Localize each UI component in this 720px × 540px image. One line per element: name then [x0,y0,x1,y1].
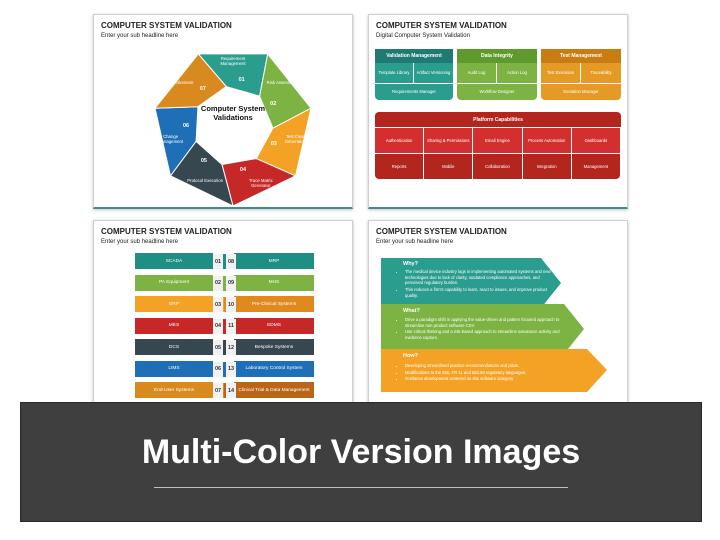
list-item: Laboratory Control System [234,360,314,377]
platform-cell: Mobile [424,154,473,179]
segment-number: 02 [270,101,277,108]
list-item: SCADA [135,253,213,269]
segment-07 [153,53,227,109]
slide-title: COMPUTER SYSTEM VALIDATION [376,21,507,30]
slide-title: COMPUTER SYSTEM VALIDATION [101,227,232,236]
platform-header: Platform Capabilities [375,112,621,127]
section-heading: How? [403,353,418,359]
column-item: Audit Log [457,63,496,83]
column-item: Traceability [581,63,621,83]
column-item: Action Log [497,63,537,83]
segment-number: 01 [238,77,245,83]
list-number: 09 [224,275,236,291]
column-header: Data Integrity [457,49,537,63]
section-bullets: The medical device industry lags in impl… [397,269,553,299]
thumbnail-slide-4[interactable]: COMPUTER SYSTEM VALIDATION Enter your su… [368,220,628,415]
bullet: Use critical thinking and a risk-based a… [405,329,565,340]
segment-number: 03 [270,141,277,148]
slide-subtitle: Digital Computer System Validation [376,33,470,39]
list-item: Pre-Clinical Systems [234,296,314,312]
column-footer: Requirements Manager [375,84,453,100]
slide-title: COMPUTER SYSTEM VALIDATION [376,227,507,236]
slide-subtitle: Enter your sub headline here [101,33,179,39]
list-item: PA Equipment [135,274,213,291]
segment-label: Trace Matrix Generator [248,177,273,188]
segment-number: 04 [239,166,247,173]
column-item: Artifact Versioning [414,63,453,83]
platform-cell: Process Automation [522,128,571,153]
list-number: 13 [224,361,236,377]
bullet: Drive a paradigm shift in applying the v… [405,317,565,328]
column-item: Template Library [375,63,413,83]
section-heading: What? [403,308,420,314]
section-heading: Why? [403,261,418,267]
list-item: Clinical Trial & Data Management [234,382,314,398]
segment-label: Change Management [158,134,184,145]
bullet: Developing streamlined practice recommen… [405,363,585,369]
slide-title: COMPUTER SYSTEM VALIDATION [101,21,232,30]
slide-subtitle: Enter your sub headline here [101,239,179,245]
bullet: Modifications to the 820, FR 11 and 820.… [405,370,585,376]
segment-number: 05 [200,158,207,165]
segment-label: Protocol Execution [187,177,224,183]
caption-banner: Multi-Color Version Images [20,402,702,522]
platform-cell: Authentication [375,128,424,153]
list-number: 14 [224,383,236,398]
list-number: 08 [224,254,236,269]
section-bullets: Developing streamlined practice recommen… [397,363,585,383]
arrow-shapes [381,258,607,392]
platform-cell: Management [571,154,620,179]
thumbnail-slide-2[interactable]: COMPUTER SYSTEM VALIDATION Digital Compu… [368,14,628,209]
section-bullets: Drive a paradigm shift in applying the v… [397,317,565,342]
segment-number: 06 [183,122,190,129]
platform-cell: Reports [375,154,424,179]
segment-label: Test Case Generation [284,134,307,145]
platform-cell: Dashboards [571,128,620,153]
bullet: Guidance development centered on this so… [405,376,585,382]
banner-title: Multi-Color Version Images [141,433,581,471]
list-number: 11 [224,318,236,334]
banner-divider [154,487,568,488]
slide-subtitle: Enter your sub headline here [376,239,454,245]
list-item: DCS [135,339,213,355]
center-label: Computer System Validations [200,104,266,122]
list-item: MES [135,317,213,334]
platform-cell: Sharing & Permissions [424,128,473,153]
list-item: EDMS [234,317,314,334]
segment-label: Requirement Management [220,56,246,67]
column-header: Validation Management [375,49,453,63]
segment-label: Risk Assessment [266,80,300,86]
thumbnail-slide-1[interactable]: COMPUTER SYSTEM VALIDATION Enter your su… [93,14,353,209]
list-item: MRP [234,253,314,269]
column-item: Test Execution [541,63,580,83]
thumbnail-slide-3[interactable]: COMPUTER SYSTEM VALIDATION Enter your su… [93,220,353,415]
column-footer: Deviation Manager [541,84,621,100]
list-number: 10 [224,297,236,312]
segment-label: Retirement [172,80,194,86]
heptagon-diagram [153,52,312,207]
platform-cell: Email Engine [473,128,522,153]
list-item: End-User Systems [135,382,213,398]
platform-cell: Collaboration [473,154,522,179]
list-item: ERP [135,296,213,312]
list-item: LIMS [135,360,213,377]
bullet: This reduces a firm's capability to lear… [405,287,553,298]
list-number: 12 [224,340,236,355]
column-footer: Workflow Designer [457,84,537,100]
column-header: Test Management [541,49,621,63]
list-item: MHS [234,274,314,291]
list-item: Bespoke Systems [234,339,314,355]
bullet: The medical device industry lags in impl… [405,269,553,286]
platform-cell: Integration [522,154,571,179]
segment-number: 07 [199,86,206,93]
